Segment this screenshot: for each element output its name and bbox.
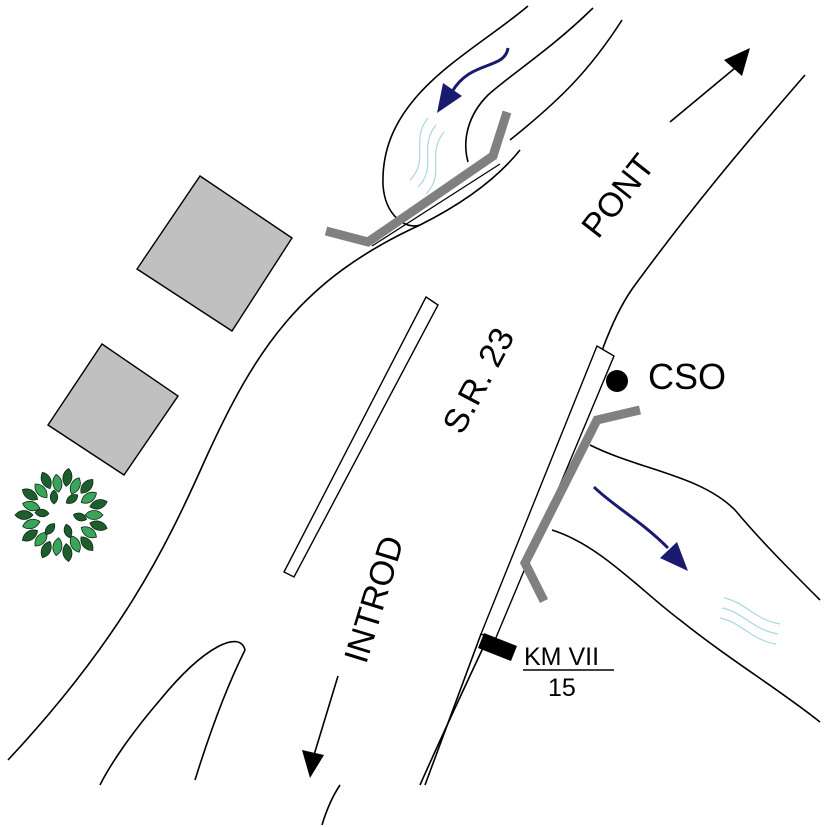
tree-leaf	[72, 512, 88, 522]
road-edge-right-lower	[321, 784, 341, 826]
upper-water-ripples	[409, 117, 445, 195]
lower-water-ripples	[719, 597, 781, 645]
label-pont: PONT	[574, 147, 662, 245]
tree-leaf	[62, 467, 73, 487]
upper-stream-bank-inner	[465, 7, 594, 163]
arrow-toward-introd	[302, 675, 339, 778]
tree-leaf	[89, 499, 108, 510]
km-marker-icon	[478, 633, 517, 661]
tree-icon	[14, 467, 108, 563]
tree-leaf	[69, 535, 81, 553]
cso-station-dot	[606, 370, 628, 392]
tree-leaf	[21, 529, 39, 542]
lower-stream	[551, 444, 821, 723]
lower-stream-bank-bottom	[551, 529, 821, 723]
tree-leaf	[34, 508, 50, 518]
tree-leaf	[89, 520, 108, 531]
tree-leaf	[80, 536, 94, 551]
tree-leaf	[34, 483, 48, 499]
building-large	[136, 175, 293, 332]
building-small	[47, 343, 179, 476]
tree-leaf	[40, 471, 52, 490]
tree-leaf	[21, 488, 39, 501]
tree-leaf	[80, 491, 97, 504]
tree-leaf	[69, 477, 81, 495]
label-road-name: S.R. 23	[436, 322, 523, 440]
tree-leaf	[14, 510, 34, 520]
lower-stream-bank-top	[589, 444, 821, 601]
label-km: KM VII	[524, 643, 599, 671]
label-cso: CSO	[648, 356, 726, 397]
tree-leaf	[62, 543, 73, 563]
retaining-wall-lower	[519, 405, 642, 604]
label-introd: INTROD	[337, 532, 411, 668]
tree-leaf	[22, 500, 41, 512]
tree-leaf	[80, 479, 94, 494]
tree-leaf	[22, 518, 41, 530]
tree-leaf	[63, 523, 73, 539]
flow-arrow-lower	[592, 485, 688, 571]
flow-arrow-upper	[437, 47, 510, 113]
upper-stream-bank-right	[509, 19, 623, 141]
road-edge-inner-ramp	[99, 640, 246, 786]
tree-leaf	[84, 510, 104, 520]
sidewalk-curb	[480, 344, 615, 641]
tree-leaf	[44, 523, 56, 535]
tree-leaf	[40, 540, 52, 559]
median-island	[283, 295, 439, 578]
tree-leaf	[52, 537, 63, 557]
tree-leaf	[65, 494, 79, 504]
road-edge-left-inner	[419, 149, 521, 226]
label-km-number: 15	[548, 674, 576, 702]
tree-leaf	[49, 489, 59, 505]
tree-leaf	[80, 526, 97, 539]
tree-leaf	[52, 473, 63, 493]
curb-continuation	[424, 633, 482, 786]
wall-edge-upper	[371, 163, 501, 247]
retaining-wall-upper	[324, 110, 512, 247]
road-edge-left	[7, 224, 421, 761]
arrow-toward-pont	[669, 48, 750, 123]
